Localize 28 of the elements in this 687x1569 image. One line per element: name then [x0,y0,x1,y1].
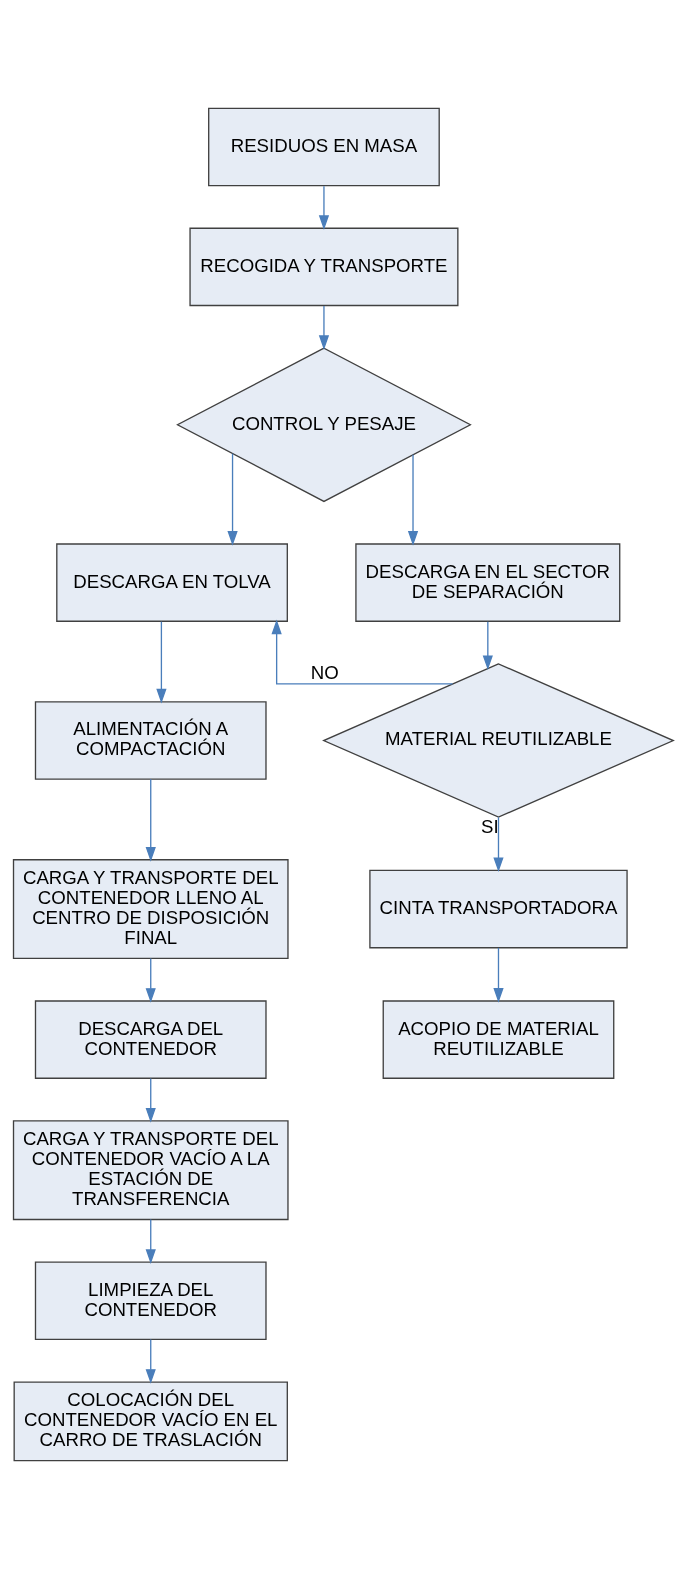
edge-label: SI [481,815,499,837]
arrow [145,1218,156,1264]
arrow [407,454,419,546]
arrow [156,621,167,704]
arrow [145,778,156,862]
node-box: DESCARGA EN TOLVA [56,543,288,622]
node-box: CARGA Y TRANSPORTE DEL CONTENEDOR LLENO AL CENTRO DE DISPOSICIÓN FINAL [12,859,289,960]
arrow [145,1338,156,1384]
arrow [145,957,156,1003]
node-box: LIMPIEZA DEL CONTENEDOR [34,1261,267,1341]
arrow [493,947,504,1003]
node-box: RECOGIDA Y TRANSPORTE [189,227,459,307]
arrow [145,1077,156,1123]
node-box: ALIMENTACIÓN A COMPACTACIÓN [34,701,267,780]
node-box: CINTA TRANSPORTADORA [369,869,628,949]
node-diamond: CONTROL Y PESAJE [176,347,472,503]
node-box: COLOCACIÓN DEL CONTENEDOR VACÍO EN EL CARRO DE TRASLACIÓN [13,1381,288,1462]
node-box: DESCARGA EN EL SECTOR DE SEPARACIÓN [355,543,621,622]
node-box: ACOPIO DE MATERIAL REUTILIZABLE [382,1000,615,1079]
arrow [318,185,330,230]
arrow [482,621,493,671]
node-box: CARGA Y TRANSPORTE DEL CONTENEDOR VACÍO A LA ESTACIÓN DE TRANSFERENCIA [12,1120,289,1221]
arrow [318,305,330,350]
arrow [227,453,238,546]
arrow [271,619,454,685]
node-box: DESCARGA DEL CONTENEDOR [34,1000,267,1079]
node-box: RESIDUOS EN MASA [208,107,440,187]
arrow [493,816,504,873]
